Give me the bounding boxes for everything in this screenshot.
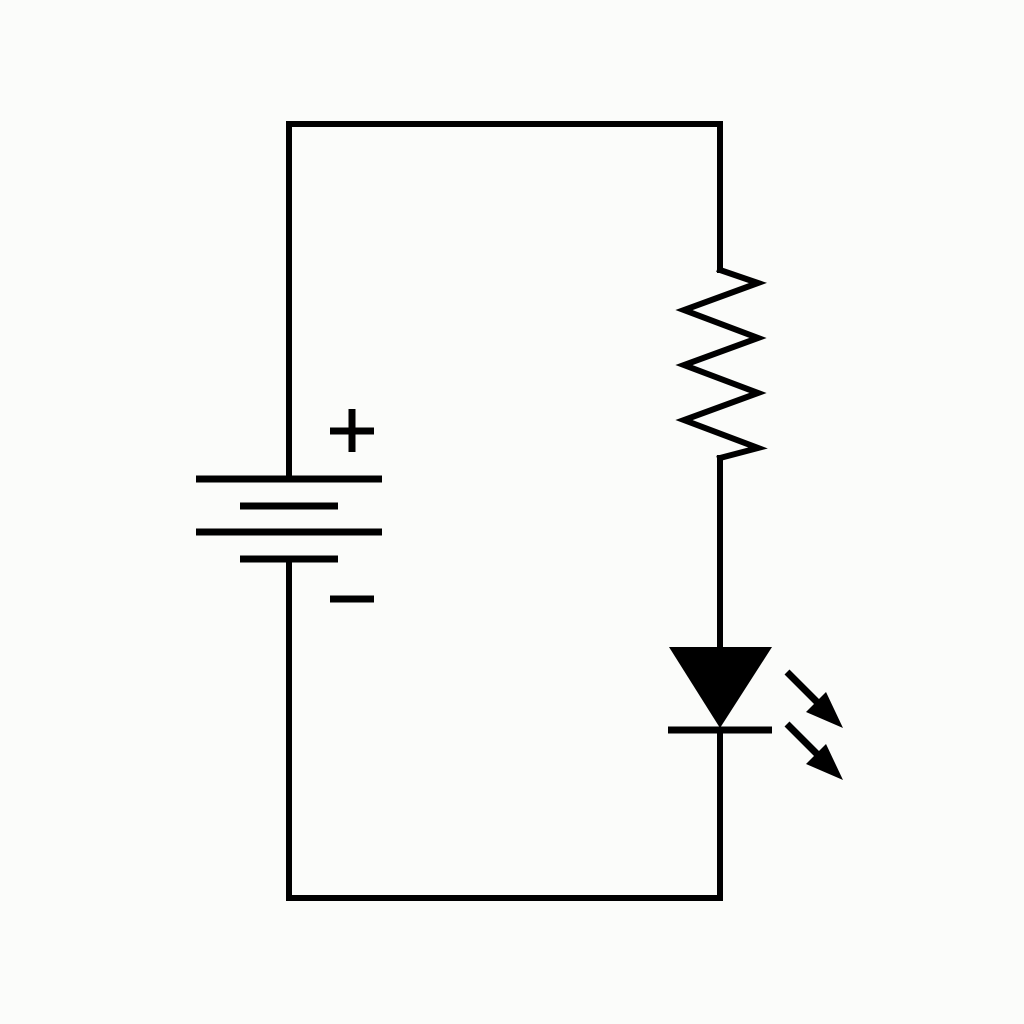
plus-sign-icon [330,409,374,452]
wire-left-bottom [286,556,723,901]
diode-triangle [669,647,772,728]
wire-left-top [286,121,723,482]
battery-symbol [196,409,382,603]
light-arrow-icon [784,669,843,728]
led-symbol [668,647,843,780]
wires [286,121,723,901]
light-arrow-icon [784,721,843,780]
resistor-symbol [675,266,768,462]
